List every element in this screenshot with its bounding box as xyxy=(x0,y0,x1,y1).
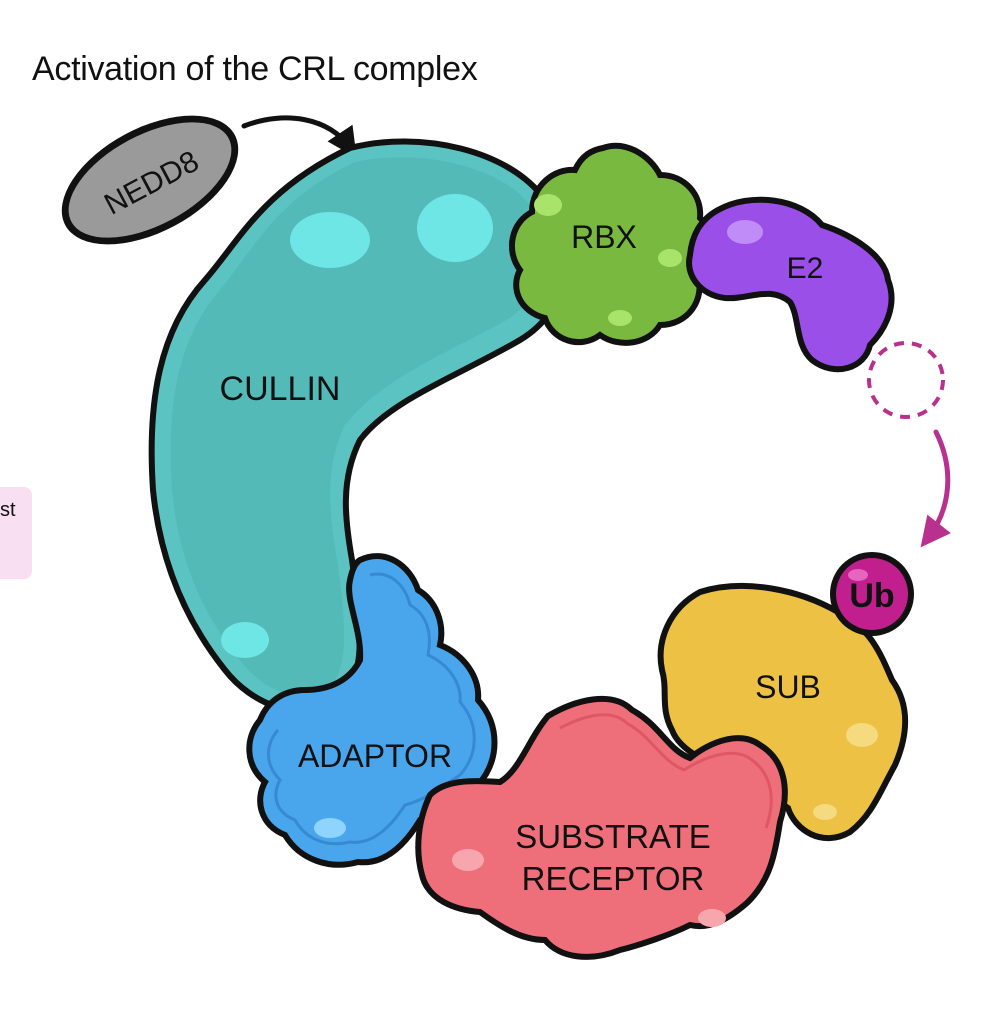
substrate-receptor-protein: SUBSTRATE RECEPTOR xyxy=(415,695,788,960)
ub-label: Ub xyxy=(849,577,894,615)
activation-arrow xyxy=(241,115,357,158)
sub-label: SUB xyxy=(755,669,821,705)
e2-label: E2 xyxy=(787,252,824,285)
ub-transfer-placeholder xyxy=(867,341,945,419)
rbx-protein: RBX xyxy=(509,142,716,346)
substrate-receptor-label-line2: RECEPTOR xyxy=(522,860,705,897)
side-tab-label: st xyxy=(0,499,16,521)
nedd8-protein: NEDD8 xyxy=(61,115,239,245)
e2-protein: E2 xyxy=(686,196,895,373)
substrate-receptor-label-line1: SUBSTRATE xyxy=(515,818,711,855)
diagram-title: Activation of the CRL complex xyxy=(32,50,478,88)
cullin-protein: CULLIN xyxy=(148,138,569,715)
cullin-label: CULLIN xyxy=(220,370,341,408)
adaptor-label: ADAPTOR xyxy=(298,738,452,774)
ub-protein: Ub xyxy=(830,552,914,636)
side-tab[interactable]: st xyxy=(0,487,32,579)
ub-transfer-arrow xyxy=(920,429,951,548)
rbx-label: RBX xyxy=(571,219,637,255)
